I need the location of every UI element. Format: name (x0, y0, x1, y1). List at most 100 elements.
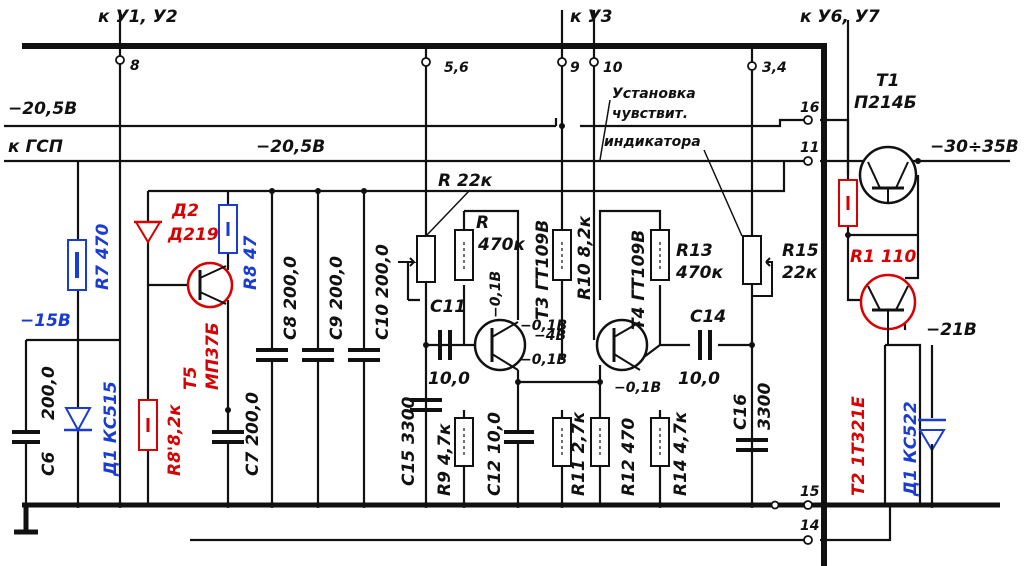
transistor-t3-emitter (491, 353, 519, 371)
label-to-u6u7: к У6, У7 (800, 7, 880, 27)
leader-r22k (425, 189, 471, 237)
label-term-11: 11 (800, 140, 819, 156)
label-r13-a: R13 (676, 241, 713, 261)
label-r12: R12 470 (619, 418, 639, 496)
label-c11-val: 10,0 (428, 369, 470, 389)
terminal-14[interactable] (803, 535, 813, 545)
label-c16-a: С16 (731, 394, 751, 430)
node-c7 (225, 407, 231, 413)
label-to-u1u2: к У1, У2 (98, 7, 178, 27)
label-r13-b: 470к (675, 263, 723, 283)
zener-d1-right (918, 429, 946, 452)
terminal-56[interactable] (421, 57, 431, 67)
terminal-16[interactable] (803, 115, 813, 125)
pot-r15-wiper (752, 257, 773, 297)
label-c10: С10 200,0 (373, 244, 393, 340)
transistor-t4 (595, 318, 649, 372)
top-bus (22, 43, 827, 566)
cap-c7-gap (224, 434, 232, 440)
label-term-15: 15 (800, 484, 820, 500)
gnd-dot-5 (315, 502, 321, 508)
gnd-dot-2 (117, 502, 123, 508)
label-r8p: R8'8,2к (165, 404, 185, 476)
voltage-annotations: −0,1В −0,1В −0,1В −0,1В (488, 271, 661, 396)
gnd-dot-8 (461, 502, 467, 508)
terminal-15[interactable] (803, 500, 813, 510)
cap-c8-gap (268, 352, 276, 358)
component-labels: R7 470 Д1 КС515 С6 200,0 Д2 Д219 Т5 МП37… (39, 71, 921, 497)
label-r470-val: 470к (477, 235, 525, 255)
ground-dots (75, 502, 935, 508)
label-c12: С12 10,0 (485, 412, 505, 496)
transistor-t5-collector (199, 265, 227, 279)
t3-stage (398, 123, 600, 505)
label-r10: R10 8,2к (575, 215, 595, 300)
label-term-34: 3,4 (762, 60, 787, 76)
label-c9: С9 200,0 (327, 256, 347, 340)
label-t4: Т4 ГТ109В (629, 230, 649, 330)
gnd-dot-13 (929, 502, 935, 508)
node-c10 (361, 188, 367, 194)
gnd-dot-10 (559, 502, 565, 508)
filter-caps (256, 188, 380, 505)
transistor-t4-emitter (613, 353, 641, 371)
zener-d1-left (64, 407, 92, 433)
terminal-15b[interactable] (770, 500, 780, 510)
label-note-2: чувствит. (612, 106, 688, 122)
gnd-dot-1 (75, 502, 81, 508)
label-c6-name: С6 (39, 452, 59, 476)
left-wiring (24, 161, 120, 505)
transistor-t1-collector (895, 161, 909, 189)
rail-m205-upper (4, 118, 558, 128)
label-v-m30-35: −30÷35В (930, 137, 1019, 157)
pot-r22k (416, 235, 436, 283)
label-v-m4: −4В (534, 328, 566, 344)
main-wiring (4, 43, 1000, 566)
transistor-t1-emitter (867, 161, 881, 189)
terminal-10[interactable] (589, 57, 599, 67)
label-v-m15: −15В (20, 311, 71, 331)
cap-c6-gap (22, 434, 30, 440)
label-c8: С8 200,0 (281, 256, 301, 340)
label-v-m21: −21В (926, 320, 977, 340)
transistor-t5 (186, 261, 234, 309)
label-t2: Т2 1Т321Е (849, 396, 869, 496)
label-note-3: индикатора (604, 134, 701, 150)
node-9 (559, 123, 565, 129)
label-c11: С11 (430, 297, 466, 317)
transistor-t3-collector (491, 321, 519, 338)
label-c7: С7 200,0 (243, 392, 263, 476)
terminal-8[interactable] (115, 55, 125, 65)
node-c14 (749, 342, 755, 348)
rail-16 (580, 118, 808, 128)
label-term-56: 5,6 (444, 60, 469, 76)
label-r-top: R 22к (438, 171, 493, 191)
label-c14: С14 (690, 307, 726, 327)
transistor-t4-collector (613, 321, 641, 338)
label-r8: R8 47 (241, 235, 261, 290)
terminal-34[interactable] (747, 61, 757, 71)
label-r11: R11 2,7к (569, 411, 589, 496)
label-d1-left: Д1 КС515 (101, 381, 121, 477)
label-r470-name: R (476, 213, 489, 233)
gnd-dot-12 (749, 502, 755, 508)
label-d1-right: Д1 КС522 (901, 401, 921, 497)
label-c14-val: 10,0 (678, 369, 720, 389)
pot-r15 (742, 235, 762, 285)
label-t5-a: Т5 (181, 367, 201, 390)
node-c8 (269, 188, 275, 194)
label-v-m01-a: −0,1В (488, 271, 504, 318)
terminal-11[interactable] (803, 156, 813, 166)
label-term-14: 14 (800, 518, 819, 534)
ground-stub (14, 505, 38, 535)
terminal-9[interactable] (557, 57, 567, 67)
regulator-stage (820, 118, 1010, 505)
label-r14: R14 4,7к (671, 411, 691, 496)
gnd-dot-11 (657, 502, 663, 508)
cap-c12-gap (514, 434, 522, 440)
node-t1c (915, 158, 921, 164)
label-v-m01-d: −0,1В (614, 380, 661, 396)
t4-stage (590, 99, 773, 505)
label-c15: С15 3300 (399, 396, 419, 486)
